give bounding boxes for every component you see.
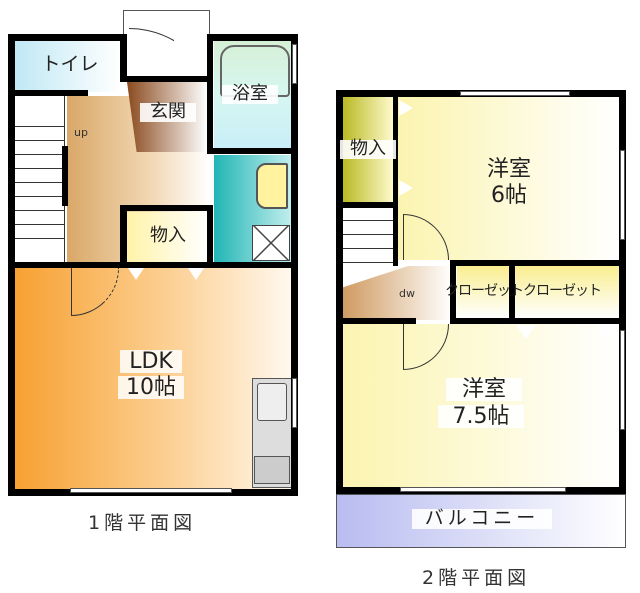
wall <box>120 205 210 211</box>
label-storage-1f: 物入 <box>150 225 186 246</box>
washbasin <box>256 163 288 209</box>
wall <box>120 34 127 82</box>
label-storage-2f: 物入 <box>340 139 396 159</box>
window <box>70 488 232 493</box>
window <box>460 91 570 96</box>
wall <box>336 318 416 324</box>
label-balcony: バルコニー <box>412 508 552 529</box>
wall <box>8 262 298 268</box>
window <box>292 44 297 84</box>
wall <box>450 318 620 324</box>
wall <box>207 205 213 267</box>
wall <box>8 34 121 41</box>
label-western-6-size: 6帖 <box>491 183 527 208</box>
window <box>620 150 625 240</box>
wall <box>450 260 456 324</box>
wall <box>213 148 293 154</box>
wall <box>393 96 398 266</box>
room-closet-b <box>515 266 620 318</box>
floor2-caption: 2階平面図 <box>422 567 531 589</box>
closet-door-marker <box>128 268 144 280</box>
window <box>292 378 297 428</box>
closet-door-marker <box>399 180 413 196</box>
wall <box>450 260 620 266</box>
wall <box>336 202 398 208</box>
label-ldk-size: 10帖 <box>118 376 184 399</box>
label-bath: 浴室 <box>222 84 278 104</box>
label-closet: クローゼットクローゼット <box>445 283 602 299</box>
floor1-caption: 1階平面図 <box>88 512 197 534</box>
stairs-1f <box>13 96 65 264</box>
gas-stove <box>254 456 290 484</box>
label-ldk-name: LDK <box>120 350 182 373</box>
wall <box>127 76 207 82</box>
label-western-75-size: 7.5帖 <box>438 405 524 428</box>
wall <box>207 34 298 41</box>
stairs-2f <box>342 208 394 286</box>
kitchen-sink <box>257 383 287 421</box>
label-western-75-name: 洋室 <box>446 378 522 401</box>
label-toilet: トイレ <box>41 53 99 75</box>
window <box>400 487 566 492</box>
wall <box>207 34 213 154</box>
wall <box>120 205 127 267</box>
closet-door-marker <box>516 325 536 339</box>
label-genkan: 玄関 <box>140 102 196 122</box>
window <box>620 330 625 430</box>
closet-door-marker <box>188 268 204 280</box>
wall <box>62 146 68 206</box>
wall <box>509 260 515 324</box>
wall <box>8 90 88 96</box>
washing-machine-space <box>252 225 290 261</box>
room-storage-1f <box>127 212 207 262</box>
floor1-plan: up トイレ 玄関 浴室 物入 LDK 10帖 1階平面図 <box>0 0 310 540</box>
wall <box>336 90 343 494</box>
wall <box>619 90 626 494</box>
room-closet-a <box>457 266 509 318</box>
label-western-6-name: 洋室 <box>486 157 531 182</box>
stairs-up-label: up <box>74 126 88 139</box>
closet-door-marker <box>399 100 413 116</box>
stairs-dw-label: dw <box>399 287 415 300</box>
room-toilet <box>13 40 121 92</box>
closet-door-marker <box>596 325 616 339</box>
